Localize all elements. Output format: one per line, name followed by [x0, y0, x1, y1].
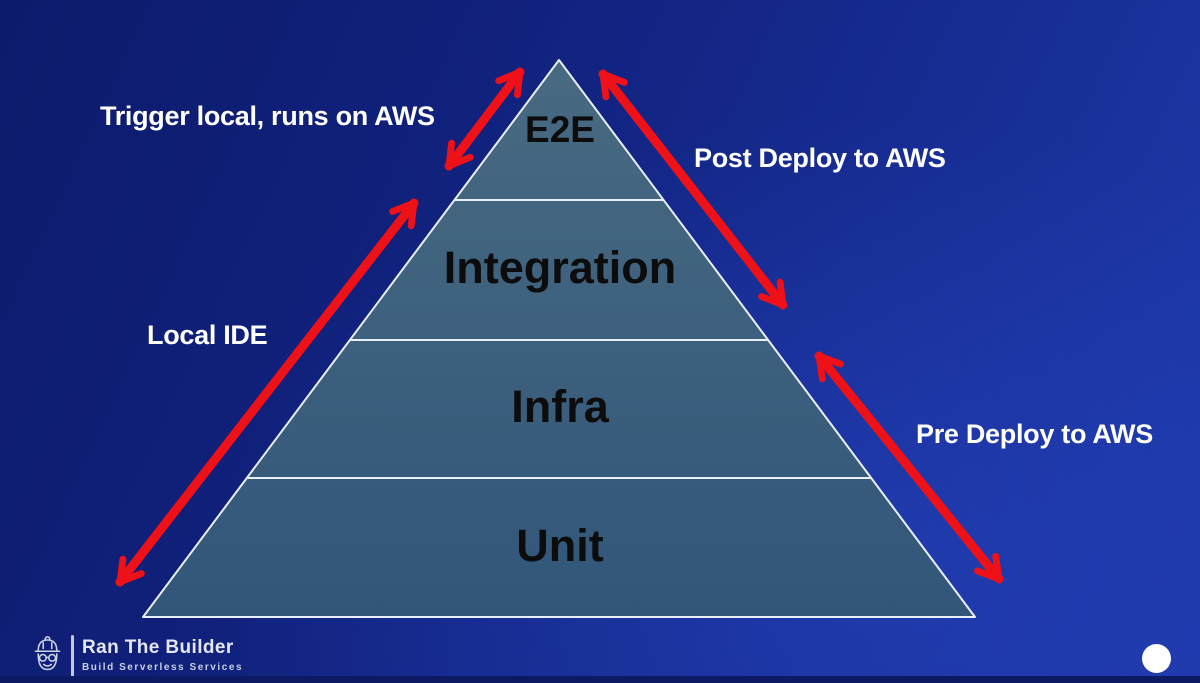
annotation-trigger-local: Trigger local, runs on AWS — [100, 101, 435, 131]
layer-label-e2e: E2E — [525, 109, 595, 150]
brand-logo: Ran The Builder Build Serverless Service… — [32, 632, 243, 679]
post-deploy-arrow — [598, 69, 788, 310]
annotation-post-deploy: Post Deploy to AWS — [694, 143, 946, 173]
local-ide-arrow — [115, 198, 419, 587]
bottom-letterbox-bar — [0, 676, 1200, 683]
presenter-dot-icon — [1142, 644, 1171, 673]
annotation-pre-deploy: Pre Deploy to AWS — [916, 419, 1153, 449]
logo-text: Ran The Builder Build Serverless Service… — [82, 637, 244, 673]
annotation-local-ide: Local IDE — [147, 320, 268, 350]
layer-label-integration: Integration — [443, 242, 677, 293]
builder-hard-hat-icon — [34, 636, 61, 671]
logo-title: Ran The Builder — [82, 637, 234, 659]
layer-label-unit: Unit — [516, 520, 604, 571]
logo-subtitle: Build Serverless Services — [82, 661, 244, 673]
layer-label-infra: Infra — [511, 381, 609, 432]
trigger-local-arrow — [444, 67, 525, 171]
logo-divider — [71, 634, 74, 677]
pre-deploy-arrow — [814, 351, 1004, 584]
